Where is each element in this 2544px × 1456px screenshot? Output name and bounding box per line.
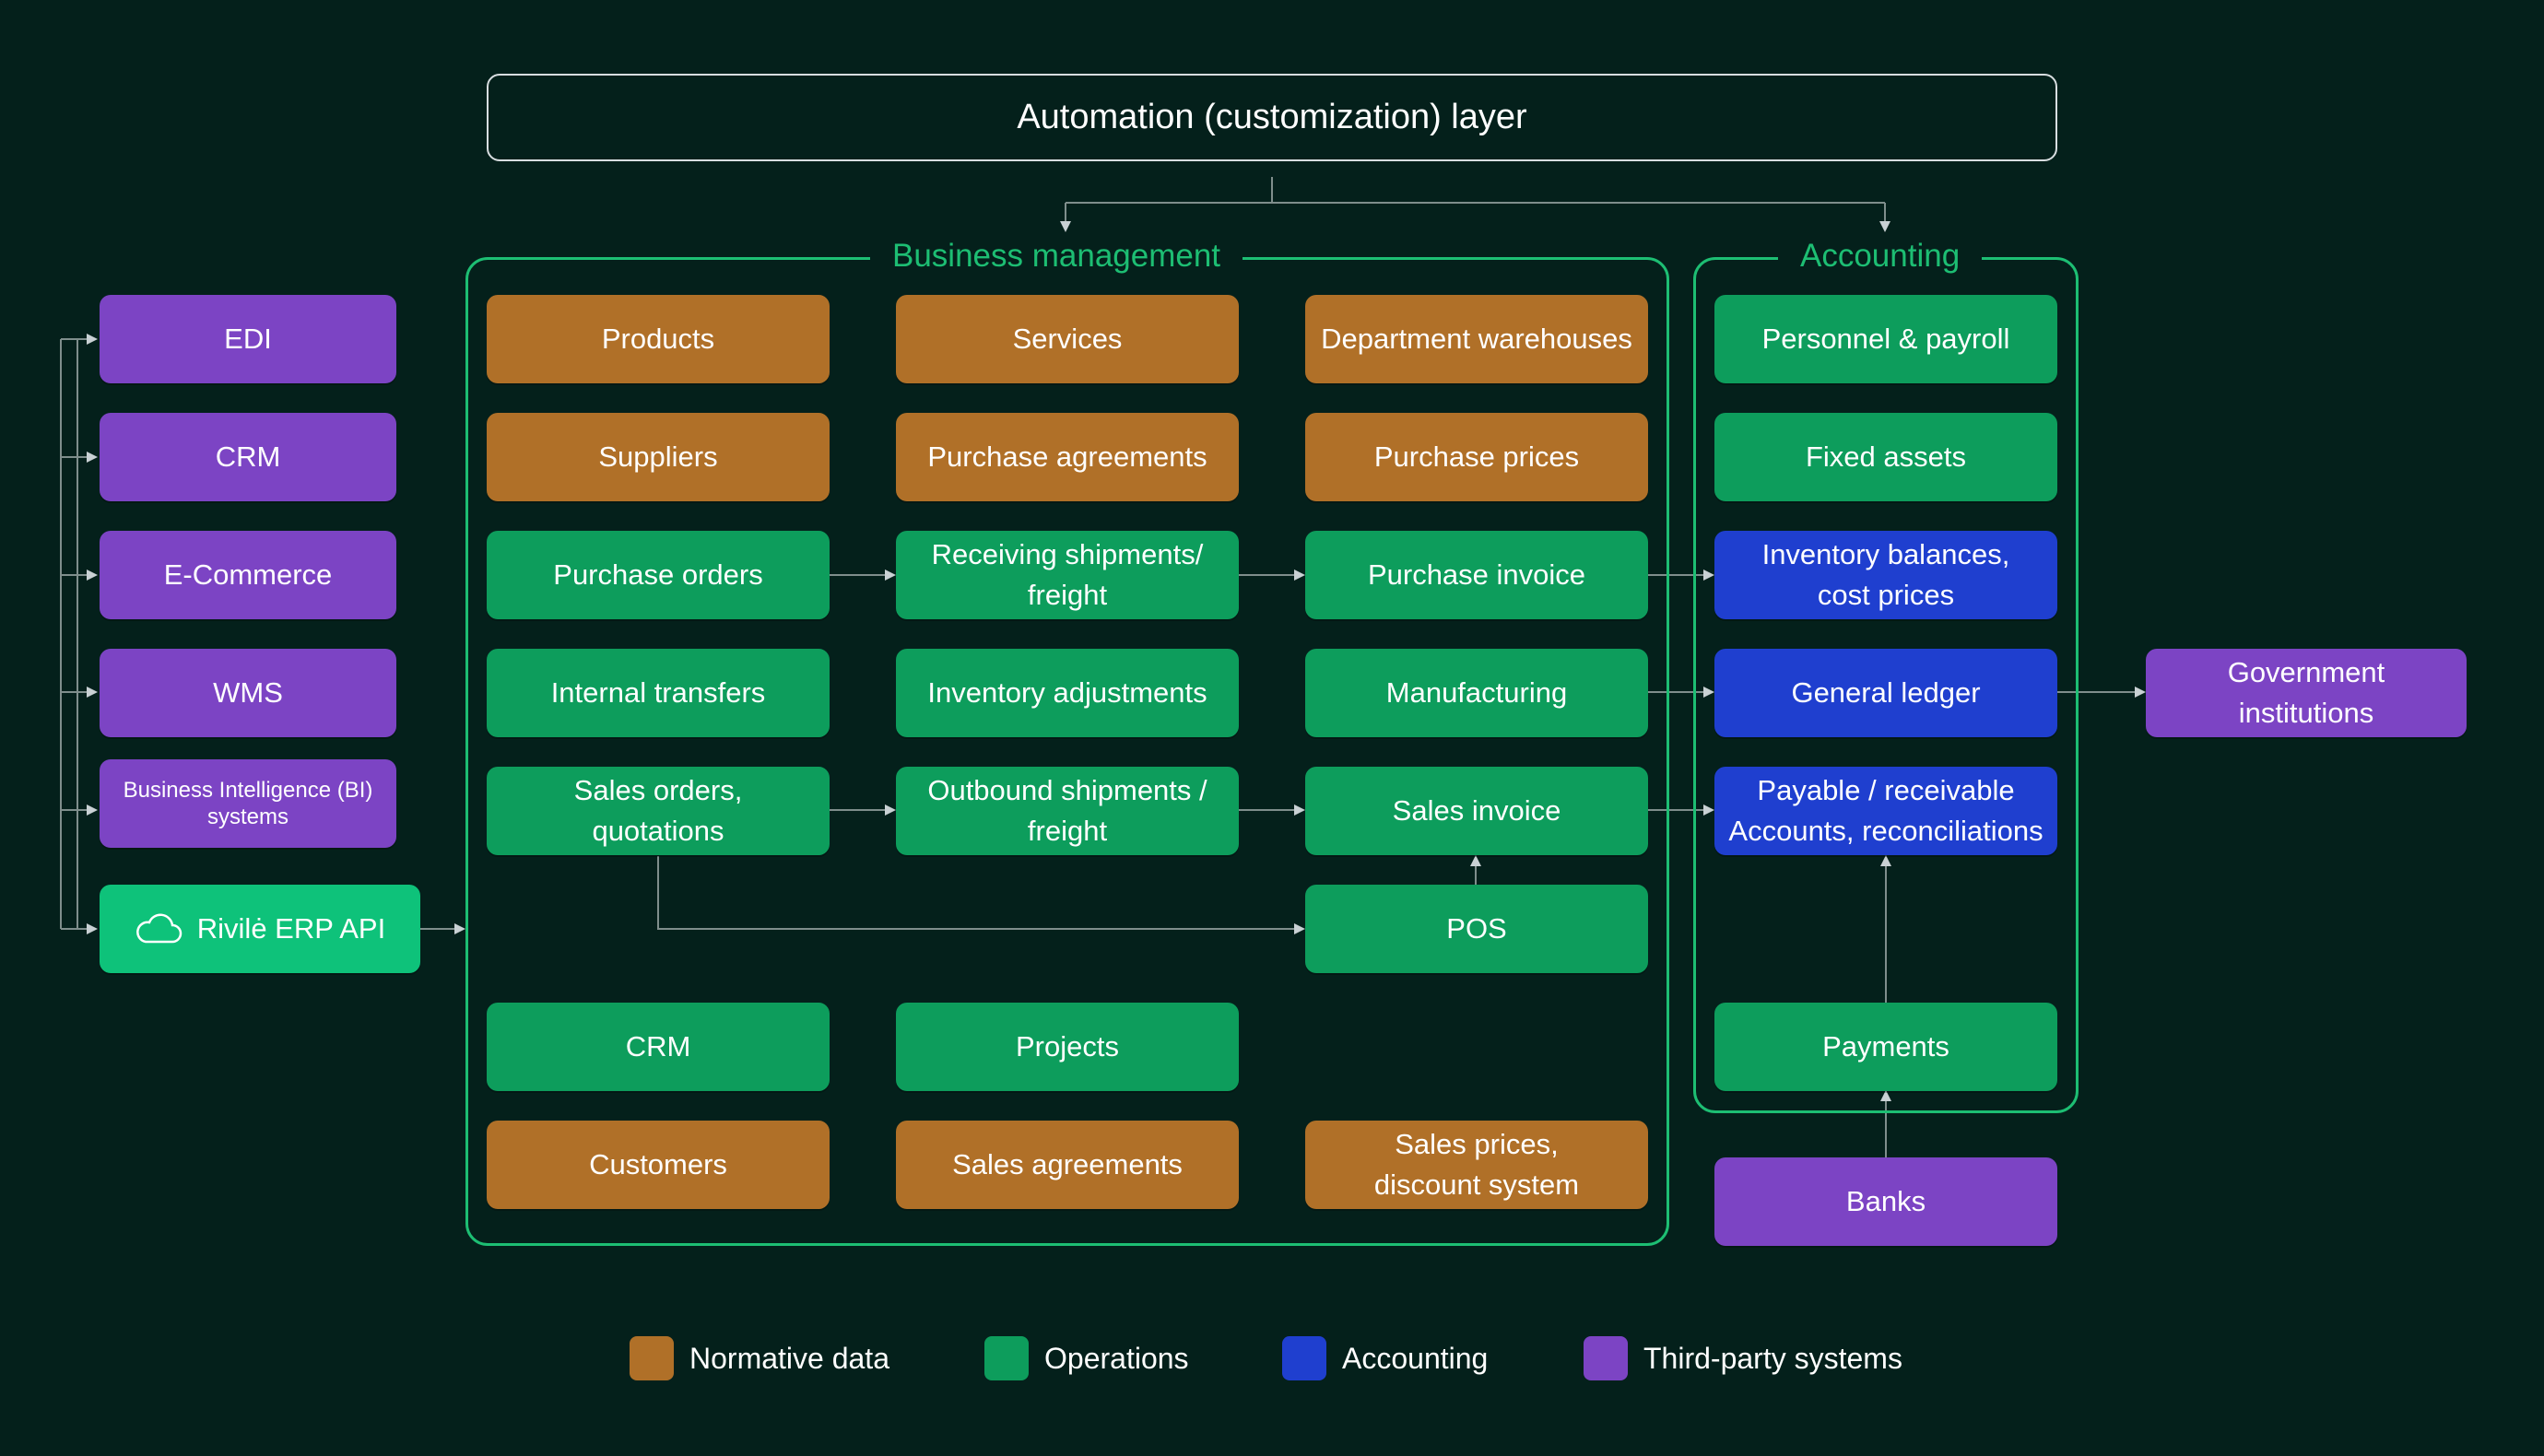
purchase-prices-node[interactable]: Purchase prices: [1305, 413, 1648, 501]
legend-swatch-normative: [630, 1336, 674, 1380]
internal-transfers-node[interactable]: Internal transfers: [487, 649, 830, 737]
edi-node[interactable]: EDI: [100, 295, 396, 383]
legend-label-third-party: Third-party systems: [1643, 1342, 1902, 1375]
erp-api-label: Rivilė ERP API: [196, 912, 386, 945]
suppliers-node[interactable]: Suppliers: [487, 413, 830, 501]
fixed-assets-node[interactable]: Fixed assets: [1714, 413, 2057, 501]
legend-swatch-operations: [984, 1336, 1029, 1380]
customers-node[interactable]: Customers: [487, 1121, 830, 1209]
legend-label-normative: Normative data: [689, 1342, 889, 1375]
pos-node[interactable]: POS: [1305, 885, 1648, 973]
purchase-agreements-node[interactable]: Purchase agreements: [896, 413, 1239, 501]
legend-swatch-accounting: [1282, 1336, 1326, 1380]
banks-node[interactable]: Banks: [1714, 1157, 2057, 1246]
ecommerce-node[interactable]: E-Commerce: [100, 531, 396, 619]
sales-agreements-node[interactable]: Sales agreements: [896, 1121, 1239, 1209]
erp-api-node[interactable]: Rivilė ERP API: [100, 885, 420, 973]
inventory-adjustments-node[interactable]: Inventory adjustments: [896, 649, 1239, 737]
business-management-title: Business management: [870, 236, 1243, 276]
cloud-icon: [135, 913, 183, 944]
manufacturing-node[interactable]: Manufacturing: [1305, 649, 1648, 737]
personnel-payroll-node[interactable]: Personnel & payroll: [1714, 295, 2057, 383]
legend-swatch-third-party: [1584, 1336, 1628, 1380]
services-node[interactable]: Services: [896, 295, 1239, 383]
legend-label-operations: Operations: [1044, 1342, 1189, 1375]
products-node[interactable]: Products: [487, 295, 830, 383]
purchase-orders-node[interactable]: Purchase orders: [487, 531, 830, 619]
bi-systems-node[interactable]: Business Intelligence (BI) systems: [100, 759, 396, 848]
legend-label-accounting: Accounting: [1342, 1342, 1489, 1375]
government-institutions-node[interactable]: Government institutions: [2146, 649, 2467, 737]
department-warehouses-node[interactable]: Department warehouses: [1305, 295, 1648, 383]
general-ledger-node[interactable]: General ledger: [1714, 649, 2057, 737]
crm-node[interactable]: CRM: [487, 1003, 830, 1091]
projects-node[interactable]: Projects: [896, 1003, 1239, 1091]
payable-receivable-node[interactable]: Payable / receivable Accounts, reconcili…: [1714, 767, 2057, 855]
business-management-frame: [465, 257, 1669, 1246]
crm-integration-node[interactable]: CRM: [100, 413, 396, 501]
sales-orders-node[interactable]: Sales orders, quotations: [487, 767, 830, 855]
accounting-title: Accounting: [1778, 236, 1983, 276]
sales-prices-node[interactable]: Sales prices, discount system: [1305, 1121, 1648, 1209]
inventory-balances-node[interactable]: Inventory balances, cost prices: [1714, 531, 2057, 619]
wms-node[interactable]: WMS: [100, 649, 396, 737]
payments-node[interactable]: Payments: [1714, 1003, 2057, 1091]
purchase-invoice-node[interactable]: Purchase invoice: [1305, 531, 1648, 619]
sales-invoice-node[interactable]: Sales invoice: [1305, 767, 1648, 855]
automation-layer-box: Automation (customization) layer: [487, 74, 2057, 161]
receiving-shipments-node[interactable]: Receiving shipments/ freight: [896, 531, 1239, 619]
outbound-shipments-node[interactable]: Outbound shipments / freight: [896, 767, 1239, 855]
